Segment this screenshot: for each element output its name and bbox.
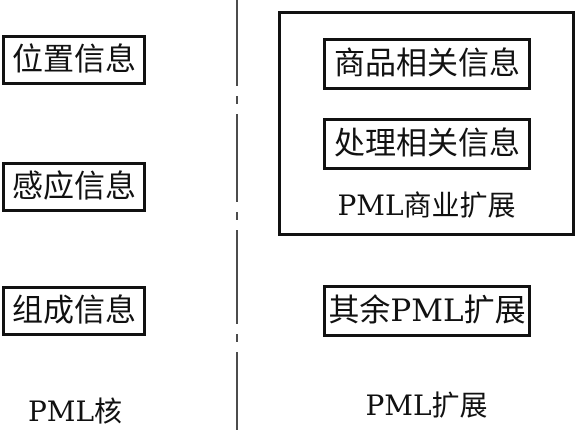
core-item-label: 感应信息 <box>12 168 136 205</box>
commerce-item-product-info: 商品相关信息 <box>323 38 531 90</box>
core-item-sensing: 感应信息 <box>2 162 146 212</box>
commerce-item-processing-info: 处理相关信息 <box>323 118 531 170</box>
core-item-location: 位置信息 <box>2 35 146 85</box>
extension-caption: PML扩展 <box>365 389 488 422</box>
other-extension-item: 其余PML扩展 <box>323 285 531 337</box>
commerce-extension-group <box>278 11 575 236</box>
commerce-group-caption: PML商业扩展 <box>337 189 516 222</box>
commerce-item-label: 商品相关信息 <box>334 45 520 82</box>
other-extension-label: 其余PML扩展 <box>328 292 526 329</box>
commerce-item-label: 处理相关信息 <box>334 125 520 162</box>
core-item-label: 位置信息 <box>12 41 136 78</box>
core-item-label: 组成信息 <box>12 292 136 329</box>
core-caption: PML核 <box>27 395 123 428</box>
core-item-composition: 组成信息 <box>2 286 146 336</box>
